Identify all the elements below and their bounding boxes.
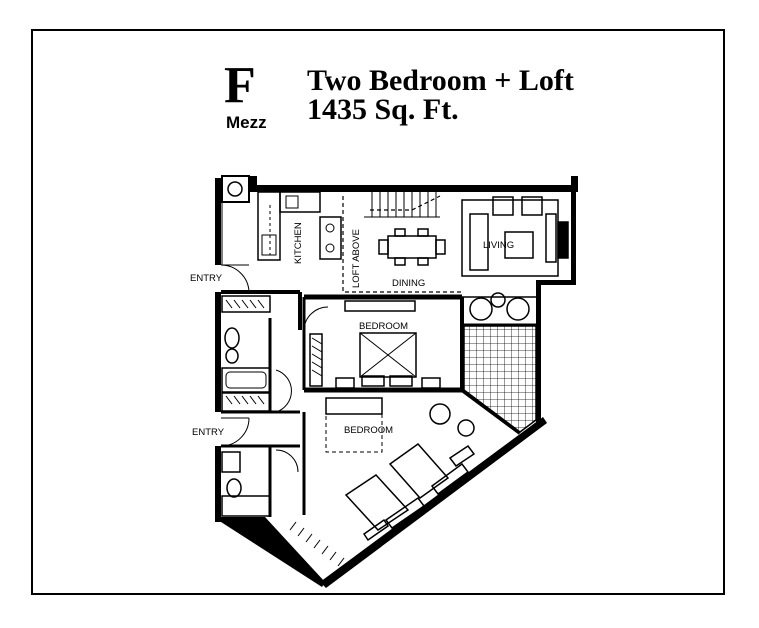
water-heater-icon xyxy=(227,181,243,197)
label-loft-above: LOFT ABOVE xyxy=(351,229,362,288)
interior-walls xyxy=(221,290,536,517)
exterior-walls xyxy=(215,176,578,588)
dining-table xyxy=(378,228,446,266)
closet-rod-upper xyxy=(311,337,323,377)
plan-area: 1435 Sq. Ft. xyxy=(307,93,459,126)
label-entry-upper: ENTRY xyxy=(190,273,223,284)
bath-upper-fixtures xyxy=(221,295,292,413)
kitchen-fixtures xyxy=(257,191,342,261)
label-entry-lower: ENTRY xyxy=(192,427,225,438)
living-furniture xyxy=(461,196,569,277)
unit-level: Mezz xyxy=(226,113,267,132)
closet-top xyxy=(221,175,250,203)
bath-lower-fixtures xyxy=(221,449,299,517)
label-living: LIVING xyxy=(483,240,514,251)
plan-frame xyxy=(31,29,725,595)
label-kitchen: KITCHEN xyxy=(293,222,304,264)
balcony-tile xyxy=(463,325,537,433)
closet-rod-hall xyxy=(225,299,265,405)
unit-letter: F xyxy=(224,57,256,114)
label-dining: DINING xyxy=(392,278,425,289)
bedroom-lower-furniture xyxy=(325,397,476,542)
plan-title: Two Bedroom + Loft xyxy=(307,64,574,97)
patio-chairs xyxy=(469,292,530,321)
entry-door-upper xyxy=(220,264,250,293)
bedroom-upper-furniture xyxy=(309,300,441,389)
closet-rod-lower xyxy=(289,521,345,567)
stairs xyxy=(364,192,440,218)
entry-door-lower xyxy=(220,417,250,447)
label-bedroom-upper: BEDROOM xyxy=(359,321,408,332)
label-bedroom-lower: BEDROOM xyxy=(344,425,393,436)
